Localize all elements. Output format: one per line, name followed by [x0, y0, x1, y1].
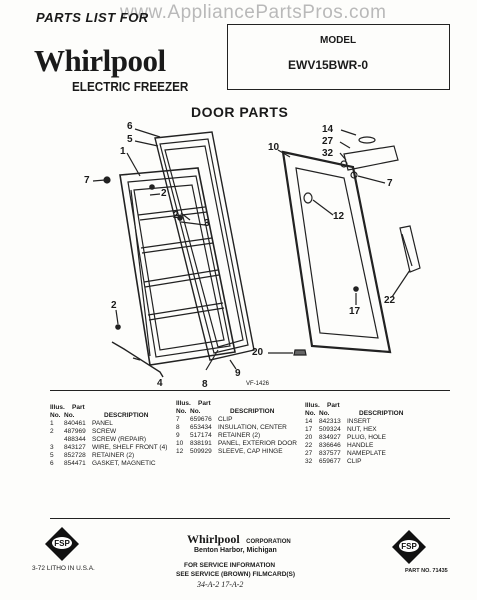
screw: [115, 324, 121, 330]
product-name: ELECTRIC FREEZER: [72, 79, 189, 94]
fsp-badge-left: FSP: [45, 527, 79, 561]
insert: [358, 136, 376, 144]
callout-2: 2: [173, 210, 179, 221]
model-number: EWV15BWR-0: [288, 58, 369, 72]
table-bottom-rule: [50, 518, 450, 520]
clip: [340, 160, 348, 168]
service-line-1: FOR SERVICE INFORMATION: [184, 562, 276, 569]
screw: [149, 184, 155, 190]
hinge-sleeve: [303, 192, 313, 204]
model-label: MODEL: [320, 35, 357, 46]
hex-nut: [353, 286, 359, 292]
print-code: 3-72 LITHO IN U.S.A.: [32, 565, 95, 572]
callout-2: 2: [111, 300, 117, 311]
callout-7: 7: [84, 175, 90, 186]
callout-6: 6: [127, 121, 133, 132]
parts-list-heading: PARTS LIST FOR: [36, 10, 149, 25]
screw: [177, 215, 183, 221]
fsp-text: FSP: [54, 539, 70, 548]
callout-10: 10: [268, 142, 280, 153]
callout-2: 2: [161, 188, 167, 199]
callout-4: 4: [157, 378, 163, 389]
callout-14: 14: [322, 124, 334, 135]
callout-20: 20: [252, 347, 264, 358]
callout-9: 9: [235, 368, 241, 379]
callout-1: 1: [120, 146, 126, 157]
callout-5: 5: [127, 134, 133, 145]
callout-7: 7: [387, 178, 393, 189]
company-line: Whirlpool CORPORATION: [187, 530, 291, 548]
exterior-door-panel: [281, 150, 392, 354]
callout-32: 32: [322, 148, 334, 159]
fsp-badge-right: FSP: [392, 530, 426, 564]
shelf-front-wire: [111, 341, 164, 378]
table-top-rule: [50, 390, 450, 392]
callout-17: 17: [349, 306, 361, 317]
magnetic-gasket: [154, 131, 255, 361]
callout-3: 3: [204, 218, 210, 229]
handwritten-filmcard-codes: 34-A-2 17-A-2: [197, 580, 244, 589]
company-suffix: CORPORATION: [246, 539, 291, 545]
callout-8: 8: [202, 379, 208, 390]
callout-27: 27: [322, 136, 334, 147]
fsp-text: FSP: [401, 542, 417, 551]
door-liner-panel: [119, 167, 236, 366]
service-line-2: SEE SERVICE (BROWN) FILMCARD(S): [176, 571, 296, 578]
model-box: [227, 24, 450, 90]
whirlpool-logo: Whirlpool: [34, 43, 166, 78]
watermark: www.AppliancePartsPros.com: [120, 2, 387, 23]
clip: [350, 171, 358, 179]
callout-12: 12: [333, 211, 345, 222]
section-title: DOOR PARTS: [191, 104, 289, 120]
hole-plug: [293, 349, 307, 356]
company-city: Benton Harbor, Michigan: [194, 547, 277, 554]
part-number: PART NO. 71435: [405, 568, 448, 574]
handle: [399, 225, 421, 273]
callout-22: 22: [384, 295, 396, 306]
company-brand: Whirlpool: [187, 532, 240, 546]
figure-code: VF-1426: [246, 381, 270, 387]
